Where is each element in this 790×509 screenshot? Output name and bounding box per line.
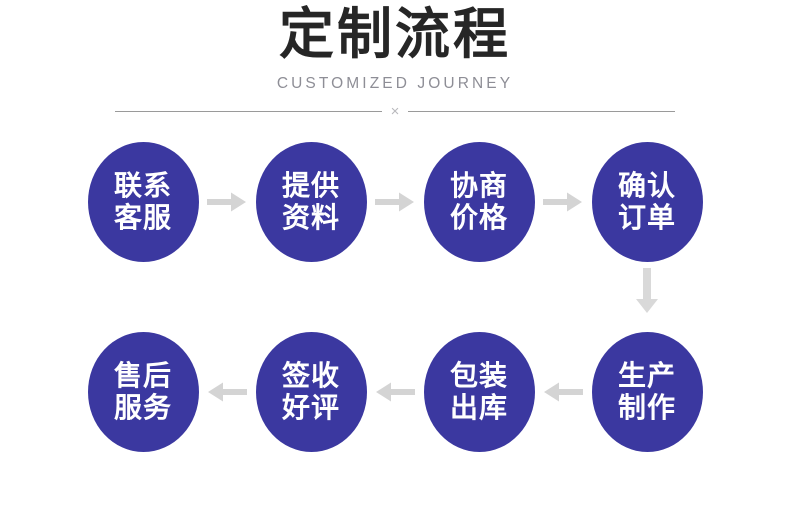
page-title: 定制流程: [278, 2, 511, 66]
flow-step-negotiate-price[interactable]: 协商 价格: [420, 140, 538, 264]
step-label-line2: 价格: [449, 201, 508, 234]
flow-step-contact-service[interactable]: 联系 客服: [84, 140, 202, 264]
step-label-line1: 售后: [113, 358, 172, 392]
step-circle: 提供 资料: [255, 142, 367, 262]
page-header: 定制流程 CUSTOMIZED JOURNEY ×: [0, 0, 790, 119]
flow-step-packaging-shipping[interactable]: 包装 出库: [420, 330, 538, 454]
arrow-left-icon-2: [370, 330, 420, 454]
step-circle: 签收 好评: [255, 332, 367, 452]
step-label-line1: 提供: [281, 168, 340, 202]
step-label-line2: 客服: [113, 201, 172, 234]
flow-row-top: 联系 客服 提供 资料 协商 价格: [0, 140, 790, 264]
step-label-line1: 协商: [449, 168, 508, 202]
step-label-line2: 出库: [449, 391, 508, 424]
step-label-line2: 服务: [113, 391, 172, 424]
divider-line-left: [115, 110, 382, 112]
process-flow-diagram: 联系 客服 提供 资料 协商 价格: [0, 140, 790, 454]
arrow-left-icon-3: [538, 330, 588, 454]
section-divider: ×: [115, 102, 676, 120]
page-subtitle: CUSTOMIZED JOURNEY: [276, 74, 514, 92]
step-circle: 生产 制作: [591, 332, 703, 452]
flow-step-production[interactable]: 生产 制作: [588, 330, 706, 454]
flow-row-bottom: 售后 服务 签收 好评 包装 出库: [0, 330, 790, 454]
step-label-line2: 制作: [617, 391, 676, 424]
step-circle: 售后 服务: [87, 332, 199, 452]
step-label-line1: 包装: [449, 358, 508, 392]
divider-line-right: [408, 110, 676, 112]
step-circle: 协商 价格: [423, 142, 535, 262]
step-label-line1: 确认: [617, 168, 676, 202]
step-label-line1: 联系: [113, 168, 172, 202]
step-circle: 联系 客服: [87, 142, 199, 262]
arrow-left-icon-1: [202, 330, 252, 454]
step-label-line1: 生产: [617, 358, 676, 392]
arrow-right-icon-1: [202, 140, 252, 264]
divider-cross-icon: ×: [390, 102, 400, 120]
flow-step-provide-materials[interactable]: 提供 资料: [252, 140, 370, 264]
arrow-right-icon-2: [370, 140, 420, 264]
arrow-right-icon-3: [538, 140, 588, 264]
flow-step-sign-and-review[interactable]: 签收 好评: [252, 330, 370, 454]
step-label-line2: 好评: [281, 391, 340, 424]
step-circle: 确认 订单: [591, 142, 703, 262]
step-label-line2: 订单: [617, 201, 676, 234]
step-label-line1: 签收: [281, 358, 340, 392]
flow-step-after-sales-service[interactable]: 售后 服务: [84, 330, 202, 454]
flow-step-confirm-order[interactable]: 确认 订单: [588, 140, 706, 264]
step-label-line2: 资料: [281, 201, 340, 234]
step-circle: 包装 出库: [423, 332, 535, 452]
